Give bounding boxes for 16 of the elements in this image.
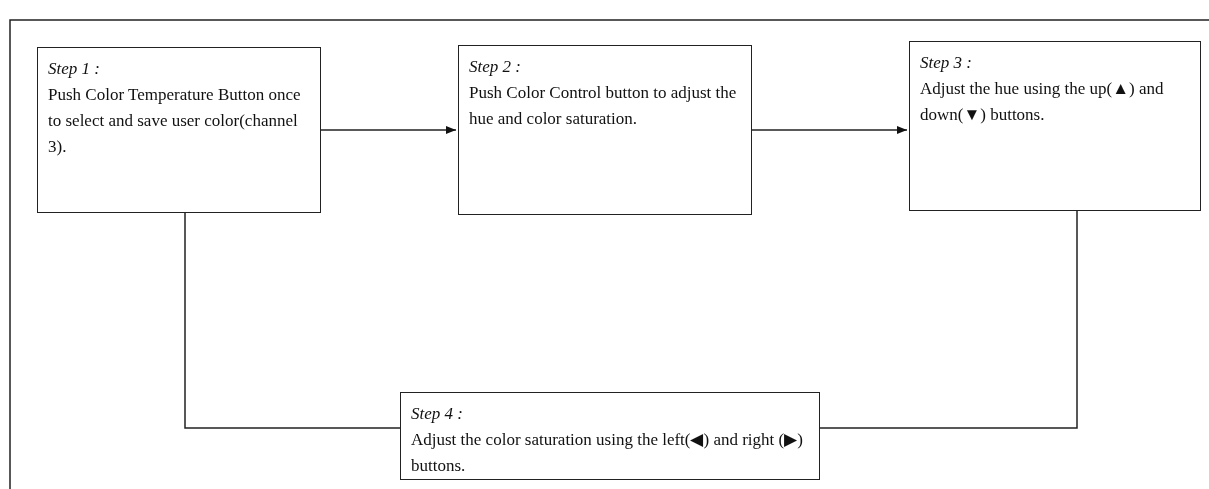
step-description: Push Color Control button to adjust the hue and color saturation. xyxy=(469,82,738,130)
step-box xyxy=(400,392,820,480)
step-heading: Step 3 : xyxy=(920,52,973,74)
arrow xyxy=(320,126,457,134)
step-heading: Step 2 : xyxy=(469,56,522,78)
step-description: Adjust the color saturation using the left(◀) and right (▶) buttons. xyxy=(411,429,804,477)
connector-line xyxy=(819,210,1078,429)
step-description: Adjust the hue using the up(▲) and down(▼) buttons. xyxy=(920,78,1165,126)
step-heading: Step 4 : xyxy=(411,403,464,425)
step-box xyxy=(909,41,1201,211)
step-description: Push Color Temperature Button once to select and save user color(channel 3). xyxy=(48,84,302,158)
step-box xyxy=(458,45,752,215)
step-heading: Step 1 : xyxy=(48,58,101,80)
connector-line xyxy=(184,212,401,429)
step-box xyxy=(37,47,321,213)
arrow xyxy=(751,126,908,134)
